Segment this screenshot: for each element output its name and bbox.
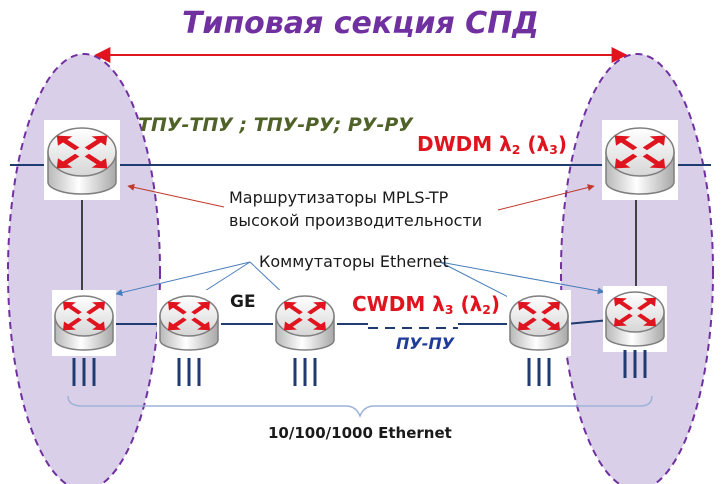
switch-icon-4	[507, 290, 571, 356]
ports-icon-4	[527, 356, 551, 388]
switch-icon-1	[52, 290, 116, 356]
label-ethernet: 10/100/1000 Ethernet	[268, 424, 452, 442]
router-icon-right	[602, 120, 678, 200]
pointer-switch-5	[439, 261, 605, 295]
label-tpu-pairs: ТПУ-ТПУ ; ТПУ-РУ; РУ-РУ	[138, 114, 413, 136]
diagram-title: Типовая секция СПД	[181, 6, 540, 41]
label-routers-line1: Маршрутизаторы MPLS-TP	[229, 188, 449, 207]
label-pu-pu: ПУ-ПУ	[396, 334, 455, 353]
ports-icon-2	[177, 356, 201, 388]
ports-icon-3	[293, 356, 317, 388]
cwdm-link-5	[565, 319, 611, 325]
pointer-switch-1	[115, 261, 251, 296]
ethernet-brace	[67, 395, 653, 419]
label-cwdm: CWDM λ3 (λ2)	[352, 292, 501, 318]
switch-icon-3	[273, 290, 337, 356]
label-dwdm: DWDM λ2 (λ3)	[417, 132, 567, 158]
switch-icon-2	[157, 290, 221, 356]
label-switches: Коммутаторы Ethernet	[259, 252, 449, 271]
switch-icon-5	[603, 286, 667, 352]
pointer-right-router	[497, 184, 595, 211]
pointer-left-router	[127, 183, 225, 208]
label-ge: GE	[230, 292, 256, 312]
pointer-switch-4	[439, 261, 515, 301]
router-icon-left	[44, 120, 120, 200]
right-zone-ellipse	[560, 53, 714, 484]
label-routers-line2: высокой производительности	[229, 211, 483, 230]
